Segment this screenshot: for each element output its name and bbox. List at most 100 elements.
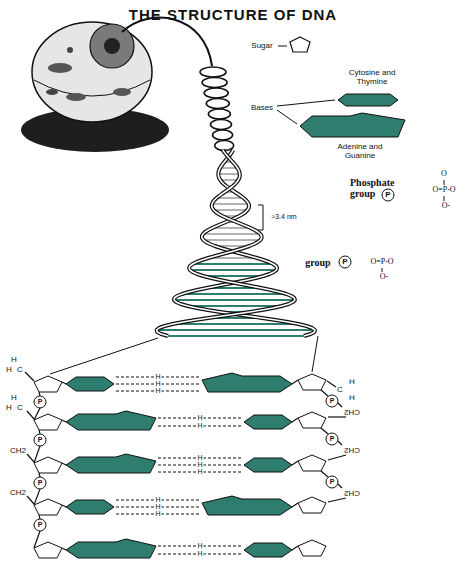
organelle — [67, 47, 73, 53]
sugar-pentagon — [34, 376, 62, 392]
part-label: ≈3.4 nm — [271, 213, 296, 221]
phosphate-symbol: P — [38, 479, 43, 487]
part-label: O=P-O — [370, 258, 393, 267]
base-shape — [244, 458, 292, 472]
base-pair-rung — [173, 323, 299, 325]
part-label: H — [349, 394, 355, 403]
leader-line — [277, 110, 297, 124]
sugar-pentagon — [298, 455, 326, 471]
glycosidic-bond — [292, 461, 298, 465]
bond-line — [382, 268, 383, 272]
phosphate-circle — [326, 395, 338, 407]
hydrogen-label: H — [196, 422, 203, 430]
hydrogen-label: H — [154, 510, 161, 518]
base-pair-rung — [157, 329, 315, 331]
chromatin-coil — [208, 109, 230, 119]
title: THE STRUCTURE OF DNA — [129, 6, 337, 23]
phosphate-symbol: P — [342, 258, 347, 267]
helix-strand-inner — [174, 150, 315, 336]
cell-cut-edge — [34, 80, 150, 96]
base-shape — [202, 373, 292, 392]
part-label: Bases — [251, 104, 273, 113]
phosphate-circle — [326, 433, 338, 445]
part-label: O — [441, 170, 447, 179]
sugar-pentagon — [298, 540, 326, 556]
backbone-line — [39, 430, 40, 434]
part-label: O=P-O — [432, 186, 455, 195]
sugar-pentagon — [34, 542, 62, 558]
part-label: Sugar — [251, 42, 272, 51]
base-pair-rung — [193, 263, 274, 265]
backbone-line — [39, 392, 40, 396]
backbone-line — [327, 381, 336, 387]
part-label: CH2 — [10, 447, 26, 456]
glycosidic-bond — [62, 505, 66, 507]
part-label: Phosphate group — [350, 177, 406, 199]
dimension-bracket — [258, 205, 263, 230]
base-shape — [202, 496, 292, 515]
part-label: H — [11, 356, 17, 365]
base-pair-rung — [168, 335, 304, 337]
base-shape — [66, 377, 114, 391]
part-label: C — [337, 386, 343, 395]
base-pair-rung — [212, 204, 249, 205]
backbone-line — [338, 484, 342, 488]
sugar-pentagon — [34, 499, 62, 515]
base-pair-rung — [174, 299, 295, 301]
bond-line — [444, 196, 445, 201]
glycosidic-bond — [62, 382, 66, 384]
hydrogen-label: H — [196, 414, 203, 422]
base-pair-rung — [217, 198, 244, 199]
phosphate-symbol: P — [38, 521, 43, 529]
phosphate-circle — [34, 434, 46, 446]
part-label: O- — [380, 273, 388, 282]
nucleolus — [104, 38, 120, 54]
organelle — [48, 63, 72, 73]
part-label: CH2 — [10, 489, 26, 498]
bond-line — [444, 180, 445, 185]
part-label: Cytosine and Thymine — [340, 69, 404, 87]
zoom-line — [50, 338, 158, 374]
part-label: H — [11, 394, 17, 403]
backbone-line — [27, 454, 34, 462]
base-shape — [244, 543, 292, 557]
leader-line — [277, 100, 335, 106]
part-label: CH2 — [344, 489, 360, 498]
helix-strand — [174, 150, 315, 336]
phosphate-circle — [34, 396, 46, 408]
phosphate-symbol: P — [38, 436, 43, 444]
glycosidic-bond — [292, 546, 298, 550]
backbone-line — [338, 441, 342, 445]
nucleus — [90, 24, 134, 68]
base-shape — [66, 411, 156, 430]
helix-strand-inner — [157, 150, 295, 336]
hydrogen-label: H — [196, 550, 203, 558]
base-pair-rung — [190, 269, 277, 271]
base-shape — [66, 454, 156, 473]
chromatin-coil — [213, 130, 233, 140]
base-pair-rung — [214, 210, 248, 211]
backbone-line — [328, 498, 346, 502]
part-label: H — [6, 366, 12, 375]
organelle — [113, 88, 131, 96]
sugar-pentagon — [298, 497, 326, 513]
backbone-line — [321, 428, 328, 434]
backbone-line — [25, 372, 34, 381]
sugar-pentagon — [298, 374, 326, 390]
backbone-line — [328, 455, 346, 460]
base-pair-rung — [188, 305, 282, 307]
part-label: Adenine and Guanine — [328, 143, 392, 161]
backbone-line — [321, 390, 328, 396]
part-label: H — [349, 378, 355, 387]
part-label: H — [6, 404, 12, 413]
backbone-line — [321, 471, 328, 477]
phosphate-symbol: P — [330, 435, 335, 443]
phosphate-circle — [34, 519, 46, 531]
chromatin-coil — [202, 78, 227, 88]
generated-strokes — [25, 67, 394, 558]
hydrogen-label: H — [154, 387, 161, 395]
hydrogen-label: H — [196, 542, 203, 550]
pyrimidine-symbol — [338, 94, 398, 106]
phosphate-symbol: P — [330, 397, 335, 405]
